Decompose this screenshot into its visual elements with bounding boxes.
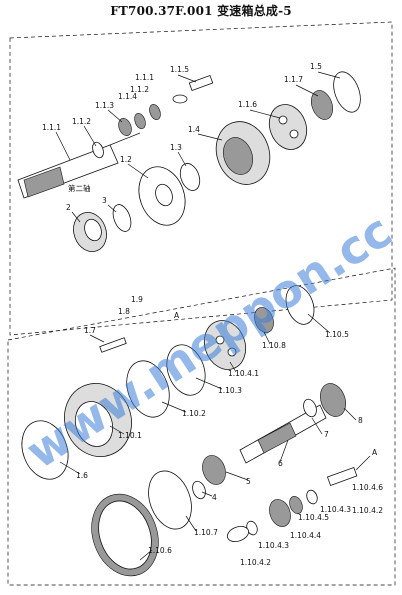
ring-1-3 — [179, 163, 201, 191]
label-1-10-4-2: 1.10.4.2 — [352, 506, 383, 515]
ring-1-10-5 — [285, 285, 315, 325]
upper-frame — [9, 21, 393, 336]
washer-1-1-2 — [92, 141, 104, 159]
label-8: 8 — [358, 416, 363, 425]
ring-gear-1-10-6 — [91, 493, 159, 577]
label-1-1-7: 1.1.7 — [284, 75, 303, 84]
page-title: FT700.37F.001 变速箱总成-5 — [110, 4, 292, 18]
gear-1-1-3 — [118, 117, 132, 137]
bearing-2 — [73, 212, 107, 252]
label-1-10-8: 1.10.8 — [262, 341, 286, 350]
label-1-1-6: 1.1.6 — [238, 100, 257, 109]
carrier-1-10-4-1 — [203, 320, 247, 370]
input-shaft-6 — [239, 404, 327, 464]
label-1-8: 1.8 — [118, 307, 130, 316]
label-1-10-4-5: 1.10.4.5 — [298, 513, 329, 522]
housing-1-10-1 — [64, 383, 132, 457]
label-1-10-6: 1.10.6 — [148, 546, 172, 555]
bearing-1-1-4 — [134, 112, 146, 130]
label-1-5: 1.5 — [310, 62, 322, 71]
label-1-9: 1.9 — [131, 295, 143, 304]
label-1-3: 1.3 — [170, 143, 182, 152]
gear-8 — [320, 383, 346, 417]
label-1-4: 1.4 — [188, 125, 200, 134]
label-3: 3 — [102, 196, 107, 205]
label-1-10-4-3: 1.10.4.3 — [320, 505, 351, 514]
carrier-1-1-6 — [268, 104, 308, 150]
plate-1-10-2 — [126, 360, 170, 418]
label-1-1-1: 1.1.1 — [42, 123, 61, 132]
bearing-1-10-4-5 — [289, 495, 303, 515]
snap-ring-3 — [112, 204, 132, 232]
label-1-10-7: 1.10.7 — [194, 528, 218, 537]
pin-1-7 — [99, 337, 127, 353]
gear-5 — [202, 455, 226, 485]
pin-1-1-5 — [188, 74, 214, 92]
label-1-1-2: 1.1.2 — [72, 117, 91, 126]
label-1-2: 1.2 — [120, 155, 132, 164]
label-A-lower: A — [372, 448, 378, 457]
label-1-10-1: 1.10.1 — [118, 431, 142, 440]
label-7: 7 — [324, 430, 329, 439]
watermark: www.meppon.cc — [17, 203, 401, 479]
label-1-10-3: 1.10.3 — [218, 386, 242, 395]
plate-1-10-7 — [148, 470, 192, 530]
label-1-10-4-2b: 1.10.4.2 — [240, 558, 271, 567]
label-5: 5 — [246, 477, 251, 486]
planet-gear-1-10-4-4 — [269, 499, 291, 527]
plate-1-10-4-2 — [226, 526, 250, 542]
label-1-10-4-4: 1.10.4.4 — [290, 531, 321, 540]
bearing-1-10-8 — [254, 307, 274, 333]
ring-1-5 — [333, 71, 361, 113]
label-1-1-5: 1.1.5 — [170, 65, 189, 74]
part-labels: 1.1.5 1.1.1 1.1.2 1.1.3 1.1.4 1.1.1 1.1.… — [42, 62, 383, 567]
pin-1-10-4-6 — [326, 466, 358, 486]
label-1-1-2a: 1.1.2 — [130, 85, 149, 94]
plate-1-10-3 — [166, 344, 206, 396]
ring-gear-1-4 — [215, 121, 271, 185]
label-4: 4 — [212, 493, 217, 502]
label-1-10-4-1: 1.10.4.1 — [228, 369, 259, 378]
ring-4 — [192, 480, 206, 500]
label-1-6: 1.6 — [76, 471, 88, 480]
leader-lines — [55, 71, 371, 561]
plate-1-1-1 — [172, 94, 188, 104]
label-6: 6 — [278, 459, 283, 468]
washer-1-10-4-3 — [306, 489, 318, 505]
label-2: 2 — [66, 203, 71, 212]
bearing-1-1-7 — [310, 90, 334, 120]
label-1-10-2: 1.10.2 — [182, 409, 206, 418]
needle-1-1-2 — [149, 103, 161, 121]
label-1-1-4: 1.1.4 — [118, 92, 137, 101]
label-A-upper: A — [174, 311, 180, 320]
output-shaft — [17, 132, 141, 199]
ring-7 — [303, 398, 317, 418]
lower-frame — [7, 267, 396, 586]
label-1-7: 1.7 — [84, 326, 96, 335]
label-shaft-2: 第二轴 — [68, 183, 91, 193]
flange-1-6 — [21, 420, 69, 480]
label-1-10-5: 1.10.5 — [325, 330, 349, 339]
label-1-10-4-3b: 1.10.4.3 — [258, 541, 289, 550]
label-1-10-4-6: 1.10.4.6 — [352, 483, 383, 492]
label-1-1-3: 1.1.3 — [95, 101, 114, 110]
label-1-1-1a: 1.1.1 — [135, 73, 154, 82]
plate-1-2 — [138, 166, 186, 226]
